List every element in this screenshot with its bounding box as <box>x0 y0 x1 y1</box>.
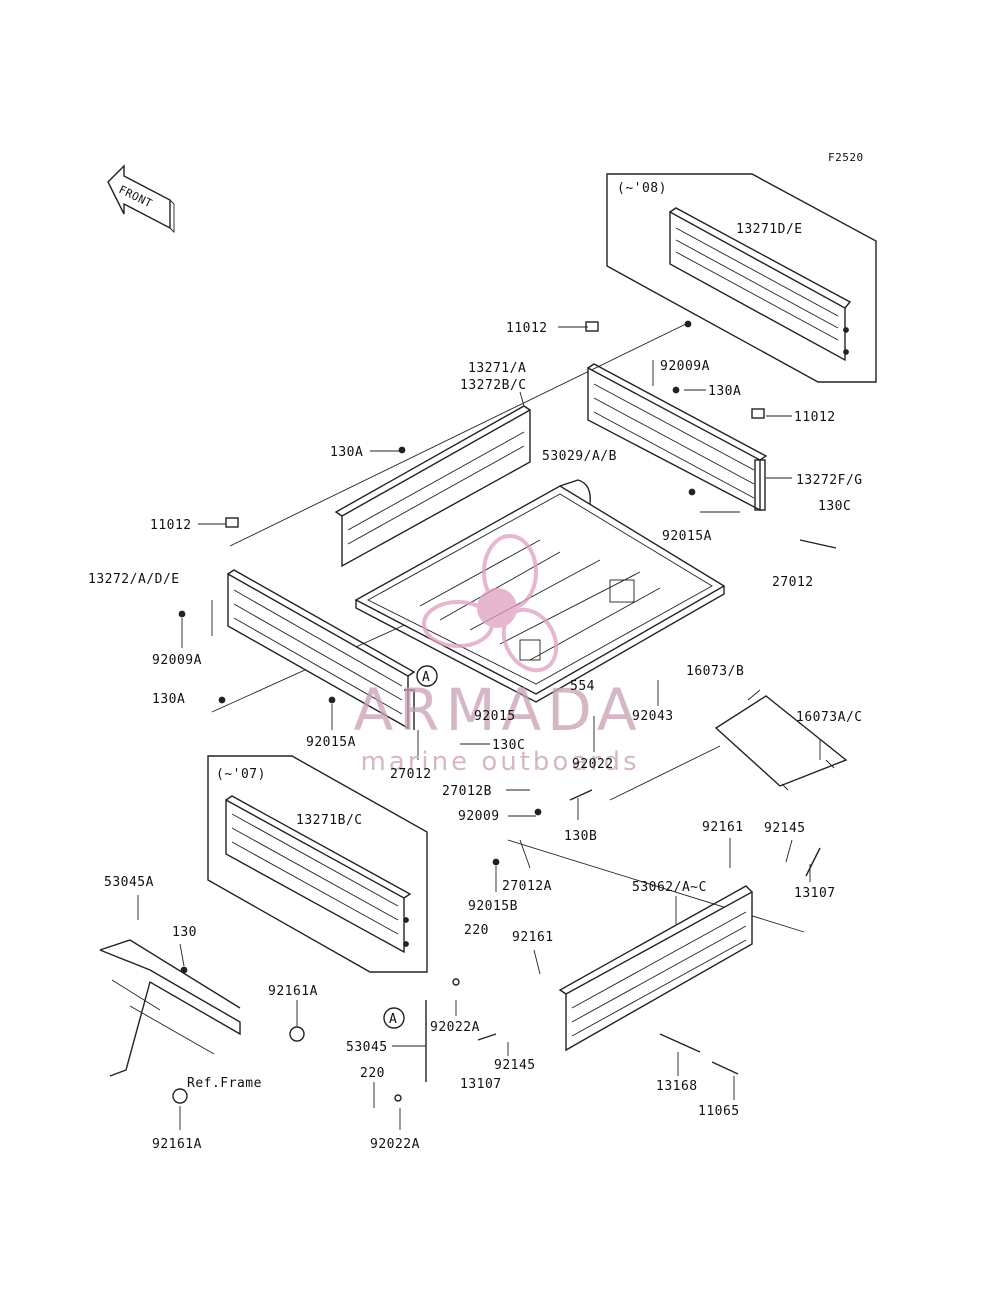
label-92015a-left: 92015A <box>306 735 356 750</box>
label-13107-right: 13107 <box>794 886 836 901</box>
inset-07: (~'07) <box>207 755 428 973</box>
label-13272bc: 13272B/C <box>460 378 527 393</box>
callout-a-upper: A <box>416 665 438 687</box>
label-13272fg: 13272F/G <box>796 473 863 488</box>
label-220-top: 220 <box>464 923 489 938</box>
label-13107-mid: 13107 <box>460 1077 502 1092</box>
label-92022: 92022 <box>572 757 614 772</box>
label-13272ade: 13272/A/D/E <box>88 572 180 587</box>
front-arrow-icon: FRONT <box>107 164 175 234</box>
label-92145-right: 92145 <box>764 821 806 836</box>
watermark-tagline: marine outboards <box>360 747 639 777</box>
label-13168: 13168 <box>656 1079 698 1094</box>
cargo-bed <box>354 479 726 703</box>
propeller-icon <box>422 534 559 673</box>
part-labels: 13271D/E 11012 92009A 13271/A 13272B/C 1… <box>88 222 863 1152</box>
svg-text:A: A <box>422 670 430 685</box>
label-92015b: 92015B <box>468 899 518 914</box>
label-11012-left: 11012 <box>150 518 192 533</box>
label-13271de: 13271D/E <box>736 222 803 237</box>
label-92145-mid: 92145 <box>494 1058 536 1073</box>
label-92161-right: 92161 <box>702 820 744 835</box>
label-27012b: 27012B <box>442 784 492 799</box>
inset-07-label: (~'07) <box>216 767 266 782</box>
left-side-panel <box>227 569 416 730</box>
label-92022a-top: 92022A <box>430 1020 480 1035</box>
figure-code: F2520 <box>828 151 864 164</box>
label-92161a-top: 92161A <box>268 984 318 999</box>
label-130a-top: 130A <box>708 384 741 399</box>
label-16073ac: 16073A/C <box>796 710 863 725</box>
label-92009: 92009 <box>458 809 500 824</box>
label-130a-left: 130A <box>330 445 363 460</box>
label-130a-bottom: 130A <box>152 692 185 707</box>
callout-a-lower: A <box>383 1007 405 1029</box>
label-53045: 53045 <box>346 1040 388 1055</box>
label-130c-left: 130C <box>492 738 525 753</box>
inset-08: (~'08) <box>606 173 877 383</box>
label-27012-left: 27012 <box>390 767 432 782</box>
label-130: 130 <box>172 925 197 940</box>
svg-text:A: A <box>389 1012 397 1027</box>
inset-08-label: (~'08) <box>617 181 667 196</box>
front-arrow-label: FRONT <box>117 183 155 210</box>
label-11012-top: 11012 <box>506 321 548 336</box>
rear-tailgate <box>558 885 753 1052</box>
label-53045a: 53045A <box>104 875 154 890</box>
label-27012a: 27012A <box>502 879 552 894</box>
label-53062: 53062/A~C <box>632 880 707 895</box>
label-92015a-right: 92015A <box>662 529 712 544</box>
floor-mat <box>714 695 848 791</box>
label-92015: 92015 <box>474 709 516 724</box>
label-11012-right: 11012 <box>794 410 836 425</box>
label-130b: 130B <box>564 829 597 844</box>
watermark: ARMADA marine outboards <box>353 534 642 777</box>
label-92009a-top: 92009A <box>660 359 710 374</box>
label-27012-right: 27012 <box>772 575 814 590</box>
rear-side-panel <box>334 405 531 568</box>
label-13271bc: 13271B/C <box>296 813 363 828</box>
label-ref-frame: Ref.Frame <box>187 1076 262 1091</box>
label-92161a-bottom: 92161A <box>152 1137 202 1152</box>
label-92022a-bottom: 92022A <box>370 1137 420 1152</box>
label-16073b: 16073/B <box>686 664 744 679</box>
label-92161-mid: 92161 <box>512 930 554 945</box>
label-11065: 11065 <box>698 1104 740 1119</box>
label-220-bottom: 220 <box>360 1066 385 1081</box>
ref-frame <box>99 939 305 1104</box>
label-554: 554 <box>570 679 595 694</box>
right-front-panel <box>587 363 768 512</box>
label-92043: 92043 <box>632 709 674 724</box>
label-53029: 53029/A/B <box>542 449 617 464</box>
watermark-brand: ARMADA <box>353 676 642 744</box>
label-130c-right: 130C <box>818 499 851 514</box>
leader-lines <box>137 326 821 1130</box>
label-92009a-left: 92009A <box>152 653 202 668</box>
tailgate-07 <box>225 798 405 954</box>
label-13271a: 13271/A <box>468 361 526 376</box>
hinge-53045 <box>394 978 460 1102</box>
fasteners <box>178 320 837 1075</box>
